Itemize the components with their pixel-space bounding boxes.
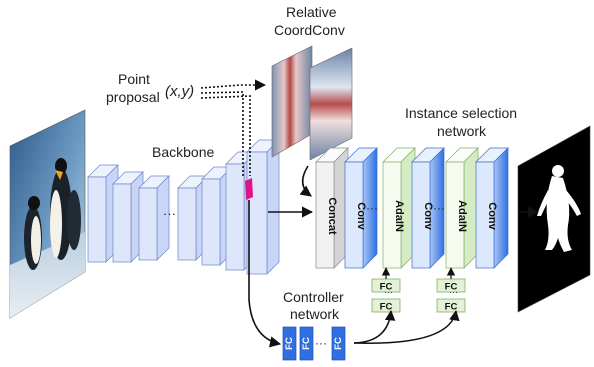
fc-label: FC <box>380 282 393 293</box>
isn-layer-blue: Conv <box>344 147 378 269</box>
backbone-slab <box>112 171 144 263</box>
fc-ellipsis: ··· <box>449 287 458 297</box>
controller-ellipsis: ··· <box>315 336 327 350</box>
coordconv-to-concat-arrow <box>299 165 312 197</box>
backbone-ellipsis: ··· <box>163 206 176 221</box>
isn-layer-label: AdaIN <box>393 200 405 232</box>
controller-title-line1: Controller <box>283 289 344 305</box>
isn-layer-blue: Conv <box>411 147 445 269</box>
isn-layer-green: AdaIN <box>445 147 479 269</box>
controller-fc-label: FC <box>284 337 295 350</box>
point-label-line1: Point <box>118 71 150 87</box>
fc-label: FC <box>380 302 393 313</box>
point-coordinates: (x,y) <box>165 83 194 100</box>
backbone-slab <box>138 175 170 261</box>
isn-layer-gray: Concat <box>315 147 349 269</box>
penguin-mask-icon <box>537 165 581 252</box>
fc-stack: FC···FC <box>436 267 466 313</box>
marker-to-controller-arrow <box>248 200 282 348</box>
isn-layer-label: Conv <box>486 202 498 230</box>
controller-to-fc-arrows <box>353 309 460 344</box>
instance-title-line2: network <box>437 123 487 139</box>
fc-label: FC <box>445 302 458 313</box>
controller-fc-block: FC <box>299 326 314 361</box>
controller-fc-block: FC <box>282 326 297 361</box>
backbone-slab <box>246 139 280 275</box>
fc-label: FC <box>445 282 458 293</box>
backbone-slab <box>87 164 119 263</box>
output-mask <box>517 125 591 313</box>
coordconv-maps <box>271 45 353 161</box>
coordconv-title-line2: CoordConv <box>274 22 345 38</box>
point-label-line2: proposal <box>106 89 160 105</box>
penguin-figures <box>24 158 81 270</box>
coordconv-title-line1: Relative <box>286 4 337 20</box>
isn-layer-label: Conv <box>355 202 367 230</box>
input-image <box>9 109 86 319</box>
instance-title-line1: Instance selection <box>405 105 517 121</box>
isn-ellipsis: ··· <box>366 201 378 215</box>
controller-fc-block: FC <box>331 326 346 361</box>
isn-ellipsis: ··· <box>433 201 445 215</box>
isn-layer-green: AdaIN <box>382 147 416 269</box>
controller-fc-label: FC <box>301 337 312 350</box>
isn-layer-blue: Conv <box>475 147 509 269</box>
backbone-label: Backbone <box>152 144 214 160</box>
fc-stack: FC···FC <box>371 267 401 313</box>
controller-title-line2: network <box>290 306 340 322</box>
point-proposal-connectors <box>200 79 267 176</box>
point-marker <box>245 178 253 200</box>
controller-fc-label: FC <box>333 337 344 350</box>
isn-layer-label: AdaIN <box>456 200 468 232</box>
isn-layer-label: Conv <box>422 202 434 230</box>
isn-layer-label: Concat <box>326 197 338 235</box>
fc-ellipsis: ··· <box>384 287 393 297</box>
backbone-layers <box>87 139 280 275</box>
